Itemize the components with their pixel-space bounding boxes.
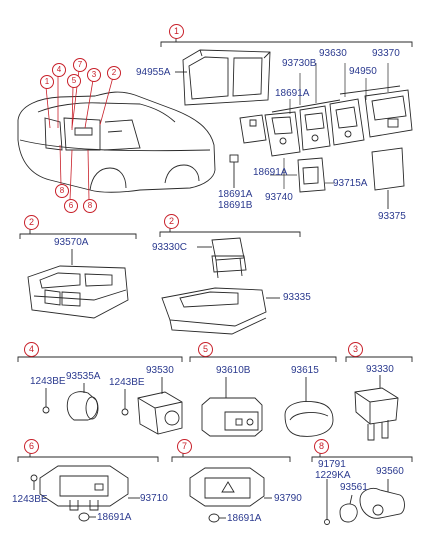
screw-1243BE-a xyxy=(42,388,50,414)
screw-1243BE-6 xyxy=(30,474,38,490)
callout-group-7: 7 xyxy=(177,439,192,454)
callout-car-4: 4 xyxy=(52,63,66,77)
callout-car-6: 6 xyxy=(64,199,78,213)
callout-car-5: 5 xyxy=(67,74,81,88)
switch-panel-93335 xyxy=(161,287,280,335)
callout-group-5: 5 xyxy=(198,342,213,357)
part-93740: 93740 xyxy=(265,192,293,203)
part-93535A: 93535A xyxy=(66,371,101,382)
callout-group-2a: 2 xyxy=(24,215,39,230)
callout-group-4: 4 xyxy=(24,342,39,357)
cap-93715A xyxy=(297,157,326,193)
cover-93375 xyxy=(371,147,405,209)
part-18691A-left: 18691A xyxy=(218,189,253,200)
part-18691A-7: 18691A xyxy=(227,513,262,524)
part-93615: 93615 xyxy=(291,365,319,376)
socket-93561 xyxy=(339,494,358,523)
part-18691A-top: 18691A xyxy=(275,88,310,99)
switch-93615 xyxy=(284,377,334,437)
callout-car-8a: 8 xyxy=(55,184,69,198)
part-1229KA: 1229KA xyxy=(315,470,351,481)
group4-bracket xyxy=(17,356,183,362)
callout-car-8b: 8 xyxy=(83,199,97,213)
screw-18691A-7 xyxy=(208,513,226,523)
switch-93330C xyxy=(197,237,247,279)
part-93630: 93630 xyxy=(319,48,347,59)
screw-1243BE-b xyxy=(121,389,129,416)
lamp-93560 xyxy=(359,479,405,519)
callout-group-8: 8 xyxy=(314,439,329,454)
callout-car-1: 1 xyxy=(40,75,54,89)
part-94955A: 94955A xyxy=(136,67,171,78)
part-93330C: 93330C xyxy=(152,242,188,253)
part-93715A: 93715A xyxy=(333,178,368,189)
switch-93790 xyxy=(189,467,272,507)
part-93610B: 93610B xyxy=(216,365,251,376)
part-18691A-mid: 18691A xyxy=(253,167,288,178)
callout-group-2b: 2 xyxy=(164,214,179,229)
screw-18691A-6 xyxy=(78,512,96,522)
part-93790: 93790 xyxy=(274,493,302,504)
callout-car-3: 3 xyxy=(87,68,101,82)
part-1243BE-6: 1243BE xyxy=(12,494,48,505)
part-93710: 93710 xyxy=(140,493,168,504)
group2b-bracket xyxy=(159,231,301,237)
group1-bracket xyxy=(160,41,413,47)
group2a-bracket xyxy=(19,233,137,239)
callout-group-3: 3 xyxy=(348,342,363,357)
part-93560: 93560 xyxy=(376,466,404,477)
part-93375: 93375 xyxy=(378,211,406,222)
part-93530: 93530 xyxy=(146,365,174,376)
switch-93710 xyxy=(39,465,140,511)
group6-bracket xyxy=(17,456,159,462)
callout-car-2: 2 xyxy=(107,66,121,80)
group3-bracket xyxy=(345,356,413,362)
part-1243BE-a: 1243BE xyxy=(30,376,66,387)
callout-car-7: 7 xyxy=(73,58,87,72)
switch-93330 xyxy=(354,375,399,441)
part-93330: 93330 xyxy=(366,364,394,375)
switch-93535A xyxy=(66,383,99,421)
part-18691B: 18691B xyxy=(218,200,253,211)
switch-93530 xyxy=(137,377,183,435)
part-93730B: 93730B xyxy=(282,58,317,69)
group5-bracket xyxy=(189,356,337,362)
group8-bracket xyxy=(311,456,413,462)
part-91791: 91791 xyxy=(318,459,346,470)
group7-bracket xyxy=(171,456,291,462)
callout-group-6: 6 xyxy=(24,439,39,454)
car-illustration xyxy=(17,91,216,193)
callout-group-1: 1 xyxy=(169,24,184,39)
part-1243BE-b: 1243BE xyxy=(109,377,145,388)
screw-91791 xyxy=(324,479,330,525)
bezel-94955A xyxy=(175,49,271,106)
part-93570A: 93570A xyxy=(54,237,89,248)
switch-row xyxy=(239,85,413,157)
screw-18691 xyxy=(229,154,239,188)
part-93335: 93335 xyxy=(283,292,311,303)
switch-93610B xyxy=(201,377,263,437)
part-93561: 93561 xyxy=(340,482,368,493)
switch-panel-93570A xyxy=(27,265,129,319)
part-18691A-6: 18691A xyxy=(97,512,132,523)
part-93370: 93370 xyxy=(372,48,400,59)
part-94950: 94950 xyxy=(349,66,377,77)
